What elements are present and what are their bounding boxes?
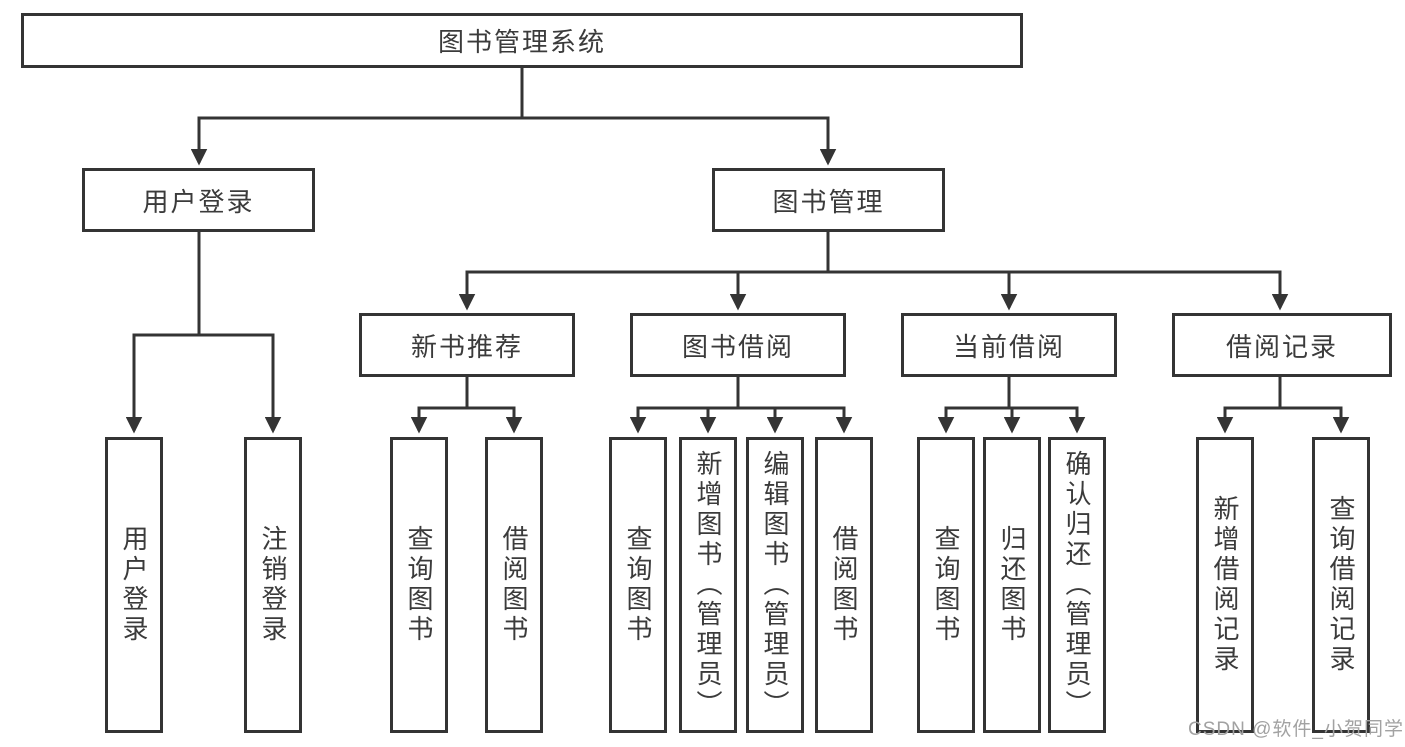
- leaf-logout: 注销登录: [244, 437, 302, 733]
- leaf-user-login: 用户登录: [105, 437, 163, 733]
- node-book-borrow: 图书借阅: [630, 313, 846, 377]
- leaf-label: 注销登录: [258, 525, 288, 645]
- leaf-label: 查询图书: [931, 525, 961, 645]
- node-label: 借阅记录: [1225, 331, 1338, 362]
- leaf-label: 查询借阅记录: [1326, 495, 1356, 675]
- leaf-confirm-return-admin: 确认归还（管理员）: [1048, 437, 1106, 733]
- leaf-label: 新增借阅记录: [1210, 495, 1240, 675]
- leaf-query-books-borrow: 查询图书: [609, 437, 667, 733]
- leaf-label: 归还图书: [997, 525, 1027, 645]
- leaf-add-book-admin: 新增图书（管理员）: [679, 437, 737, 733]
- node-new-book-recommend: 新书推荐: [359, 313, 575, 377]
- leaf-label: 确认归还（管理员）: [1062, 450, 1092, 720]
- leaf-label: 借阅图书: [499, 525, 529, 645]
- leaf-query-books-recommend: 查询图书: [390, 437, 448, 733]
- leaf-edit-book-admin: 编辑图书（管理员）: [746, 437, 804, 733]
- node-label: 用户登录: [142, 186, 255, 217]
- leaf-add-borrow-record: 新增借阅记录: [1196, 437, 1254, 733]
- leaf-query-books-current: 查询图书: [917, 437, 975, 733]
- csdn-watermark: CSDN @软件_小贺同学: [1188, 719, 1404, 740]
- leaf-query-borrow-record: 查询借阅记录: [1312, 437, 1370, 733]
- leaf-label: 查询图书: [404, 525, 434, 645]
- leaf-borrow-books: 借阅图书: [815, 437, 873, 733]
- leaf-return-book: 归还图书: [983, 437, 1041, 733]
- node-current-borrow: 当前借阅: [901, 313, 1117, 377]
- leaf-label: 新增图书（管理员）: [693, 450, 723, 720]
- node-borrow-records: 借阅记录: [1172, 313, 1392, 377]
- node-label: 图书借阅: [681, 331, 794, 362]
- leaf-label: 用户登录: [119, 525, 149, 645]
- node-library-management-system: 图书管理系统: [21, 13, 1023, 68]
- node-user-login: 用户登录: [82, 168, 315, 232]
- node-label: 图书管理: [772, 186, 885, 217]
- leaf-label: 编辑图书（管理员）: [760, 450, 790, 720]
- leaf-label: 借阅图书: [829, 525, 859, 645]
- node-label: 当前借阅: [952, 331, 1065, 362]
- leaf-borrow-books-recommend: 借阅图书: [485, 437, 543, 733]
- node-label: 图书管理系统: [437, 27, 606, 57]
- leaf-label: 查询图书: [623, 525, 653, 645]
- node-label: 新书推荐: [410, 331, 523, 362]
- node-book-management: 图书管理: [712, 168, 945, 232]
